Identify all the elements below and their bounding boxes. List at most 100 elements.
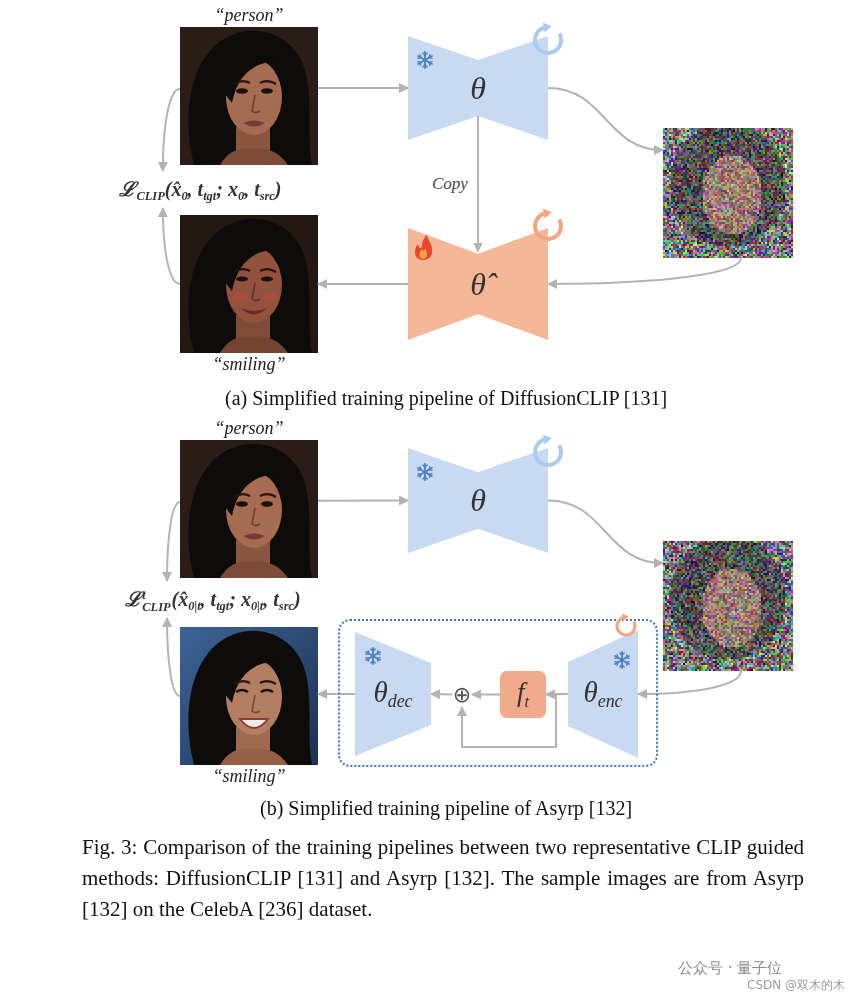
icon-stroke [366, 657, 369, 659]
label-text: src [260, 189, 275, 203]
noise-image [663, 541, 793, 671]
clip-loss: ℒtCLIP(x̂0|t, ttgt; x0|t, tsrc) [121, 581, 305, 618]
label-text: ; x [229, 588, 251, 610]
label-text: θ [583, 676, 597, 708]
label-text: src [279, 599, 294, 613]
update-arrowhead [622, 614, 629, 621]
icon-stroke [423, 65, 425, 67]
icon-stroke [423, 477, 425, 479]
drawing-part [224, 244, 280, 291]
script-stack: tCLIP [142, 589, 170, 614]
edited-image: “smiling” [180, 215, 318, 353]
image-caption: “smiling” [212, 354, 285, 375]
drawing-part [234, 269, 276, 272]
text-run: ℒCLIP(x̂0, ttgt; x0, tsrc) [119, 175, 281, 204]
icon-stroke [620, 665, 622, 667]
drawing-part [241, 308, 267, 315]
label-text: CLIP [142, 601, 170, 613]
label-text: enc [598, 691, 623, 711]
input-image: “person” [180, 27, 318, 165]
text-run: θ̂ [470, 266, 486, 303]
encoder: θenc [568, 630, 638, 758]
label-text: 0 [181, 189, 187, 203]
label-text: θ̂ [470, 266, 486, 302]
image-caption: “person” [214, 418, 283, 439]
label-text: ) [275, 178, 282, 200]
watermark: 公众号 · 量子位 [678, 959, 782, 978]
connector-arrow [548, 501, 663, 564]
icon-stroke [373, 649, 375, 651]
edited-image: “smiling” [180, 627, 318, 765]
update-icon [617, 614, 635, 635]
figure-caption: Fig. 3: Comparison of the training pipel… [82, 832, 804, 925]
shift-module: ft [500, 671, 546, 718]
label-text: t [524, 692, 529, 711]
label-text: , t [244, 178, 260, 200]
input-image: “person” [180, 440, 318, 578]
connector-arrow [318, 283, 408, 285]
icon-stroke [419, 467, 421, 470]
drawing-part [240, 719, 268, 728]
label-text: ℒ [125, 588, 142, 610]
update-arrowhead [543, 435, 552, 445]
flame-core [419, 248, 427, 259]
connector-arrow [167, 502, 180, 581]
connector-arrow [167, 618, 180, 696]
icon-stroke [425, 465, 427, 467]
text-run: ℒtCLIP(x̂0|t, ttgt; x0|t, tsrc) [125, 585, 300, 614]
connector-arrow [318, 500, 408, 502]
label-text: 0|t [251, 599, 263, 613]
drawing-part [261, 276, 273, 281]
label-text: (x̂ [165, 178, 182, 200]
label-text: dec [388, 691, 413, 711]
drawing-part [278, 665, 295, 745]
icon-stroke [428, 62, 430, 65]
connector-arrow [548, 258, 741, 284]
connector-arrow [318, 87, 408, 89]
image-caption: “person” [214, 5, 283, 26]
decoder: θdec [355, 632, 431, 756]
update-arc [617, 617, 635, 635]
label-text: f [517, 677, 525, 707]
shape-fill [408, 448, 548, 553]
icon-stroke [425, 53, 427, 55]
label-text: ⊕ [453, 682, 471, 707]
label-text: (x̂ [172, 588, 189, 610]
label-text: , t [188, 178, 204, 200]
noise-image [663, 128, 793, 258]
drawing-part [262, 292, 278, 302]
drawing-part [278, 253, 295, 333]
input-photo [180, 440, 318, 578]
connector-arrow [163, 89, 180, 171]
drawing-part [232, 292, 248, 302]
icon-stroke [429, 469, 432, 471]
text-run: θ [470, 482, 486, 519]
label-text: ; x [216, 178, 238, 200]
finetuned-unet: θ̂ [408, 228, 548, 340]
label-text: ℒ [119, 178, 136, 200]
image-caption: “smiling” [212, 766, 285, 787]
update-arc [535, 213, 561, 239]
shape-fill [355, 632, 431, 756]
snowflake-icon [418, 52, 432, 68]
update-arc [535, 27, 561, 53]
label-text: ) [294, 588, 301, 610]
shape-fill [408, 36, 548, 140]
update-icon [535, 435, 561, 465]
shape-fill [568, 630, 638, 758]
drawing-part [180, 215, 318, 353]
shape-fill [500, 671, 546, 718]
snowflake-icon [418, 464, 432, 480]
drawing-part [224, 656, 280, 703]
label-text: tgt [216, 599, 229, 613]
icon-stroke [418, 61, 421, 63]
frozen-unet: θ [408, 36, 548, 140]
connector-arrow [318, 693, 355, 695]
icon-stroke [367, 651, 369, 654]
connector-arrow [638, 671, 741, 694]
snowflake-icon [615, 652, 629, 668]
icon-stroke [615, 661, 618, 663]
connector-arrow [477, 116, 479, 251]
text-run: ⊕ [453, 682, 471, 707]
